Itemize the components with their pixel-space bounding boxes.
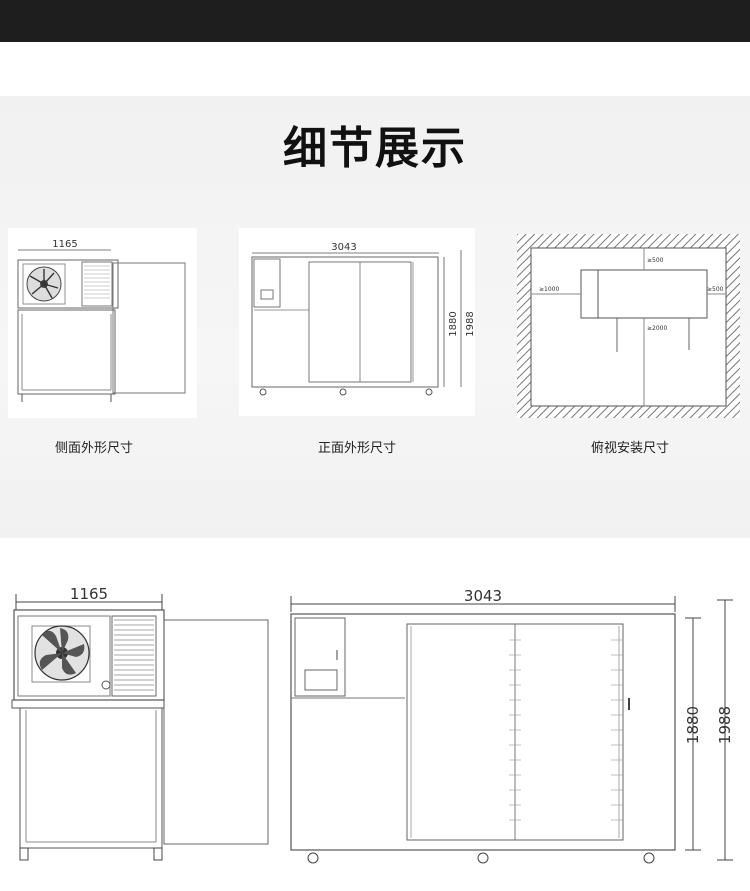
side-view-thumbnail: 1165 xyxy=(8,228,197,418)
front-thumb-width-label: 3043 xyxy=(331,242,356,253)
front-view-caption: 正面外形尺寸 xyxy=(317,441,396,456)
side-view-drawing: 1165 xyxy=(8,580,273,870)
side-thumb-width-label: 1165 xyxy=(52,239,77,250)
front-thumb-height2-label: 1988 xyxy=(465,311,475,336)
side-view-caption: 侧面外形尺寸 xyxy=(54,441,133,456)
front-height1-label: 1880 xyxy=(684,706,702,744)
clearance-bottom-label: ≥2000 xyxy=(647,325,667,332)
side-width-label: 1165 xyxy=(70,585,108,603)
clearance-top-label: ≥500 xyxy=(647,257,664,264)
front-height2-label: 1988 xyxy=(716,706,734,744)
front-view-drawing: 3043 1880 1988 xyxy=(285,580,745,870)
clearance-left-label: ≥1000 xyxy=(539,286,559,293)
top-install-thumbnail: ≥500 ≥1000 ≥500 ≥2000 xyxy=(517,234,740,418)
top-install-caption: 俯视安装尺寸 xyxy=(590,441,669,456)
front-thumb-height1-label: 1880 xyxy=(448,311,459,336)
top-dark-bar xyxy=(0,0,750,42)
section-title: 细节展示 xyxy=(283,123,467,174)
front-view-thumbnail: 3043 1880 1988 xyxy=(239,228,475,416)
clearance-right-label: ≥500 xyxy=(707,286,724,293)
front-width-label: 3043 xyxy=(464,587,502,605)
